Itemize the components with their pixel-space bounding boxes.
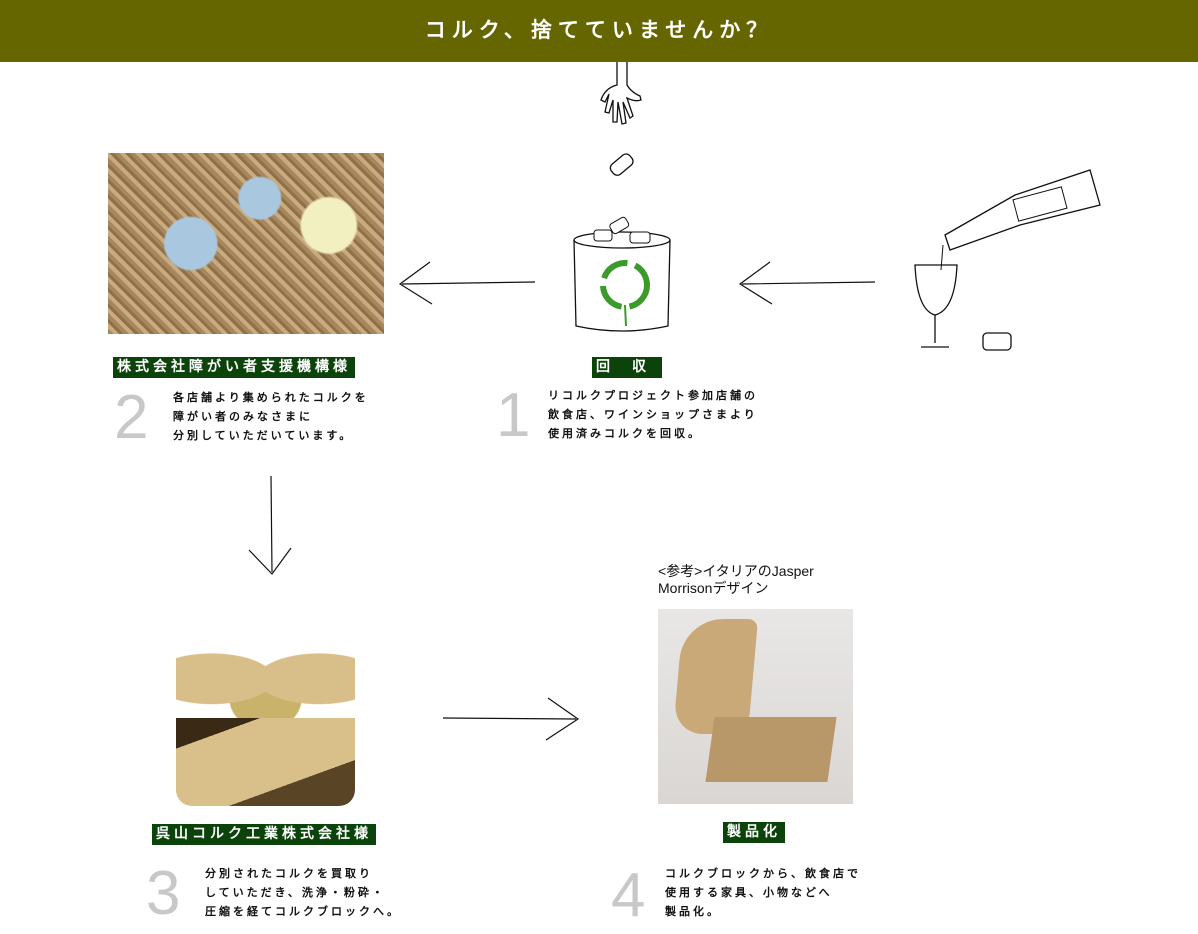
step-2-label: 株式会社障がい者支援機構様 [113,357,355,378]
step-1-description: リコルクプロジェクト参加店舗の飲食店、ワインショップさまより使用済みコルクを回収… [548,386,758,443]
step-3-description: 分別されたコルクを買取りしていただき、洗浄・粉砕・圧縮を経てコルクブロックへ。 [205,864,401,921]
text-line: 各店舗より集められたコルクを [173,391,369,404]
step-3-number: 3 [146,859,181,928]
text-line: 障がい者のみなさまに [173,410,313,423]
arrow-right-icon [442,697,580,741]
step-2-description: 各店舗より集められたコルクを障がい者のみなさまに分別していただいています。 [173,388,369,445]
hand-icon [600,62,642,125]
step-3-label: 呉山コルク工業株式会社様 [152,824,376,845]
arrow-left-icon [738,261,876,305]
step-4-label: 製品化 [723,822,785,843]
arrow-down-icon [248,475,292,575]
text-line: 製品化。 [665,905,721,918]
page-title: コルク、捨てていませんか？ [424,18,774,42]
cork-furniture-photo [658,609,853,804]
text-line: コルクブロックから、飲食店で [665,867,861,880]
wine-pour-icon [914,169,1101,348]
page-header: コルク、捨てていませんか？ [0,0,1198,62]
step-2-number: 2 [114,383,149,452]
arrow-left-icon [398,261,536,305]
text-line: していただき、洗浄・粉砕・ [205,886,386,899]
step-1-number: 1 [496,381,531,450]
text-line: 飲食店、ワインショップさまより [548,408,758,421]
cork-icon [982,332,1012,351]
caption-line: Morrisonデザイン [658,580,769,596]
children-in-corks-photo [108,153,384,334]
cork-icon [609,153,634,176]
step-4-number: 4 [611,861,646,930]
step-4-description: コルクブロックから、飲食店で使用する家具、小物などへ製品化。 [665,864,861,921]
text-line: 使用済みコルクを回収。 [548,427,702,440]
cork-granules-photo [176,620,355,806]
recycle-bin-icon [573,216,671,332]
text-line: 使用する家具、小物などへ [665,886,833,899]
text-line: リコルクプロジェクト参加店舗の [548,389,758,402]
text-line: 分別されたコルクを買取り [205,867,373,880]
caption-line: <参考>イタリアのJasper [658,563,814,579]
text-line: 分別していただいています。 [173,429,354,442]
step-1-label: 回 収 [592,357,662,378]
text-line: 圧縮を経てコルクブロックへ。 [205,905,401,918]
